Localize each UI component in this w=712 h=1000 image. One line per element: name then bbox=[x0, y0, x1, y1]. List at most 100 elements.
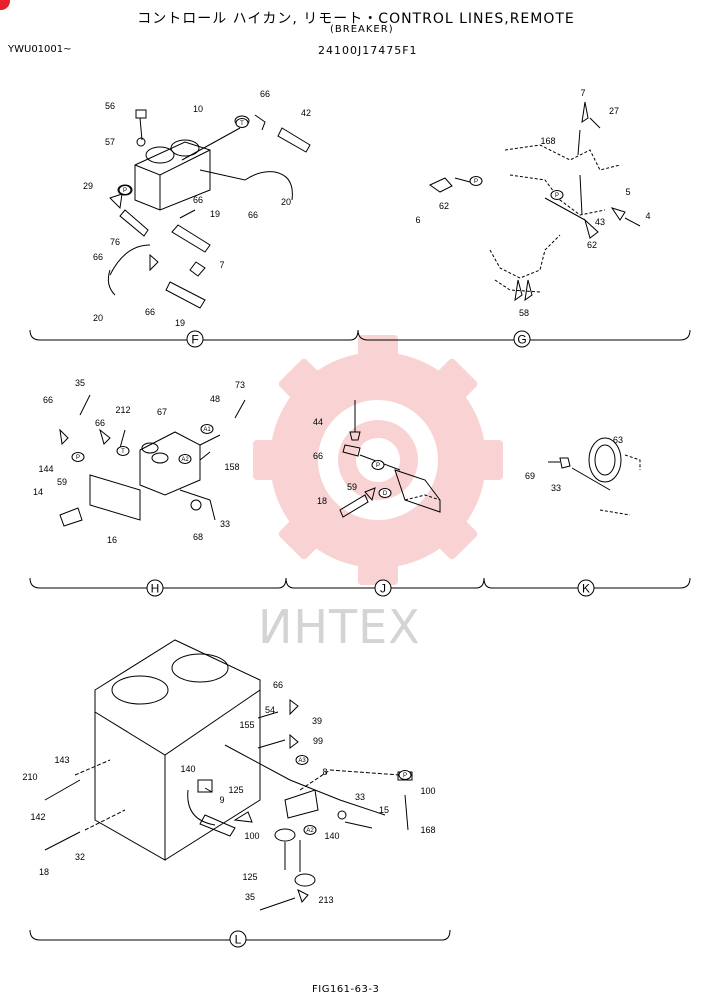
drawing-code: 24100J17475F1 bbox=[318, 44, 418, 57]
section-g-label: G bbox=[517, 333, 526, 347]
part-callout-h: 35 bbox=[75, 378, 85, 388]
part-callout-l: 100 bbox=[244, 831, 259, 841]
part-callout-f: 66 bbox=[193, 195, 203, 205]
serial-range: YWU01001~ bbox=[8, 44, 72, 55]
part-callout-h: 212 bbox=[115, 405, 130, 415]
part-callout-l: 35 bbox=[245, 892, 255, 902]
part-callout-h: 48 bbox=[210, 394, 220, 404]
part-callout-l: 15 bbox=[379, 805, 389, 815]
part-callout-l: 54 bbox=[265, 705, 275, 715]
part-callout-l: 168 bbox=[420, 825, 435, 835]
part-callout-h: A1 bbox=[203, 427, 211, 433]
part-callout-l: 142 bbox=[30, 812, 45, 822]
part-callout-l: 140 bbox=[324, 831, 339, 841]
callout-bubble bbox=[398, 770, 412, 780]
part-callout-f: 19 bbox=[175, 318, 185, 328]
part-callout-g: 168 bbox=[540, 136, 555, 146]
figure-number: FIG161-63-3 bbox=[312, 984, 380, 995]
callout-bubble bbox=[118, 185, 132, 195]
part-callout-g: 6 bbox=[415, 215, 420, 225]
part-callout-h: 59 bbox=[57, 477, 67, 487]
part-callout-j: D bbox=[383, 491, 388, 497]
part-callout-f: 19 bbox=[210, 209, 220, 219]
section-h-label: H bbox=[151, 582, 160, 596]
part-callout-l: 32 bbox=[75, 852, 85, 862]
part-callout-j: 59 bbox=[347, 482, 357, 492]
part-callout-f: 66 bbox=[93, 252, 103, 262]
callout-bubble bbox=[178, 454, 192, 464]
part-callout-l: P bbox=[403, 773, 407, 779]
callout-bubble bbox=[378, 488, 392, 498]
section-f-drawing bbox=[107, 109, 311, 309]
part-callout-l: 33 bbox=[355, 792, 365, 802]
part-callout-l: A2 bbox=[306, 828, 314, 834]
part-callout-k: 33 bbox=[551, 483, 561, 493]
part-callout-h: 33 bbox=[220, 519, 230, 529]
part-callout-l: 125 bbox=[228, 785, 243, 795]
part-callout-h: 73 bbox=[235, 380, 245, 390]
part-callout-h: T bbox=[121, 449, 125, 455]
section-j-label: J bbox=[380, 582, 386, 596]
part-callout-g: 62 bbox=[587, 240, 597, 250]
part-callout-f: 20 bbox=[93, 313, 103, 323]
part-callout-l: 210 bbox=[22, 772, 37, 782]
part-callout-h: 144 bbox=[38, 464, 53, 474]
callout-bubble bbox=[295, 755, 309, 765]
part-callout-h: 16 bbox=[107, 535, 117, 545]
part-callout-j: 66 bbox=[313, 451, 323, 461]
part-callout-f: 66 bbox=[260, 89, 270, 99]
section-l-drawing bbox=[44, 639, 413, 911]
part-callout-h: 66 bbox=[43, 395, 53, 405]
section-k-drawing bbox=[548, 437, 641, 516]
page-title: コントロール ハイカン, リモート・CONTROL LINES,REMOTE bbox=[137, 11, 575, 27]
part-callout-l: 140 bbox=[180, 764, 195, 774]
part-callout-l: 143 bbox=[54, 755, 69, 765]
callout-bubble bbox=[116, 446, 130, 456]
part-callout-g: P bbox=[474, 179, 478, 185]
part-callout-h: 66 bbox=[95, 418, 105, 428]
part-callout-j: P bbox=[376, 463, 380, 469]
part-callout-g: 4 bbox=[645, 211, 650, 221]
corner-badge bbox=[0, 0, 10, 10]
part-callout-g: 58 bbox=[519, 308, 529, 318]
section-h-drawing bbox=[59, 394, 246, 527]
part-callout-l: 155 bbox=[239, 720, 254, 730]
part-callout-k: 69 bbox=[525, 471, 535, 481]
part-callout-f: 20 bbox=[281, 197, 291, 207]
callout-bubble bbox=[235, 118, 249, 128]
part-callout-j: 44 bbox=[313, 417, 323, 427]
watermark-text: ИНТЕХ bbox=[258, 600, 421, 654]
part-callout-f: 66 bbox=[145, 307, 155, 317]
part-callout-l: A3 bbox=[298, 758, 306, 764]
part-callout-l: 66 bbox=[273, 680, 283, 690]
section-k-label: K bbox=[582, 582, 590, 596]
part-callout-g: 7 bbox=[580, 88, 585, 98]
part-callout-l: 213 bbox=[318, 895, 333, 905]
part-callout-f: 7 bbox=[219, 260, 224, 270]
part-callout-h: 67 bbox=[157, 407, 167, 417]
part-callout-h: 14 bbox=[33, 487, 43, 497]
part-callout-f: 42 bbox=[301, 108, 311, 118]
part-callout-k: 63 bbox=[613, 435, 623, 445]
part-callout-f: 76 bbox=[110, 237, 120, 247]
part-callout-h: 158 bbox=[224, 462, 239, 472]
page-subtitle: (BREAKER) bbox=[330, 24, 394, 35]
part-callout-g: 5 bbox=[625, 187, 630, 197]
part-callout-f: T bbox=[240, 121, 244, 127]
part-callout-l: 9 bbox=[219, 795, 224, 805]
part-callout-f: 56 bbox=[105, 101, 115, 111]
part-callout-f: 57 bbox=[105, 137, 115, 147]
part-callout-g: P bbox=[555, 193, 559, 199]
part-callout-l: 125 bbox=[242, 872, 257, 882]
part-callout-l: 18 bbox=[39, 867, 49, 877]
part-callout-f: 66 bbox=[248, 210, 258, 220]
part-callout-g: 43 bbox=[595, 217, 605, 227]
callout-bubble bbox=[71, 452, 85, 462]
part-callout-l: 99 bbox=[313, 736, 323, 746]
part-callout-f: 10 bbox=[193, 104, 203, 114]
part-callout-f: 29 bbox=[83, 181, 93, 191]
part-callout-f: P bbox=[123, 188, 127, 194]
part-callout-l: 100 bbox=[420, 786, 435, 796]
callout-bubble bbox=[371, 460, 385, 470]
